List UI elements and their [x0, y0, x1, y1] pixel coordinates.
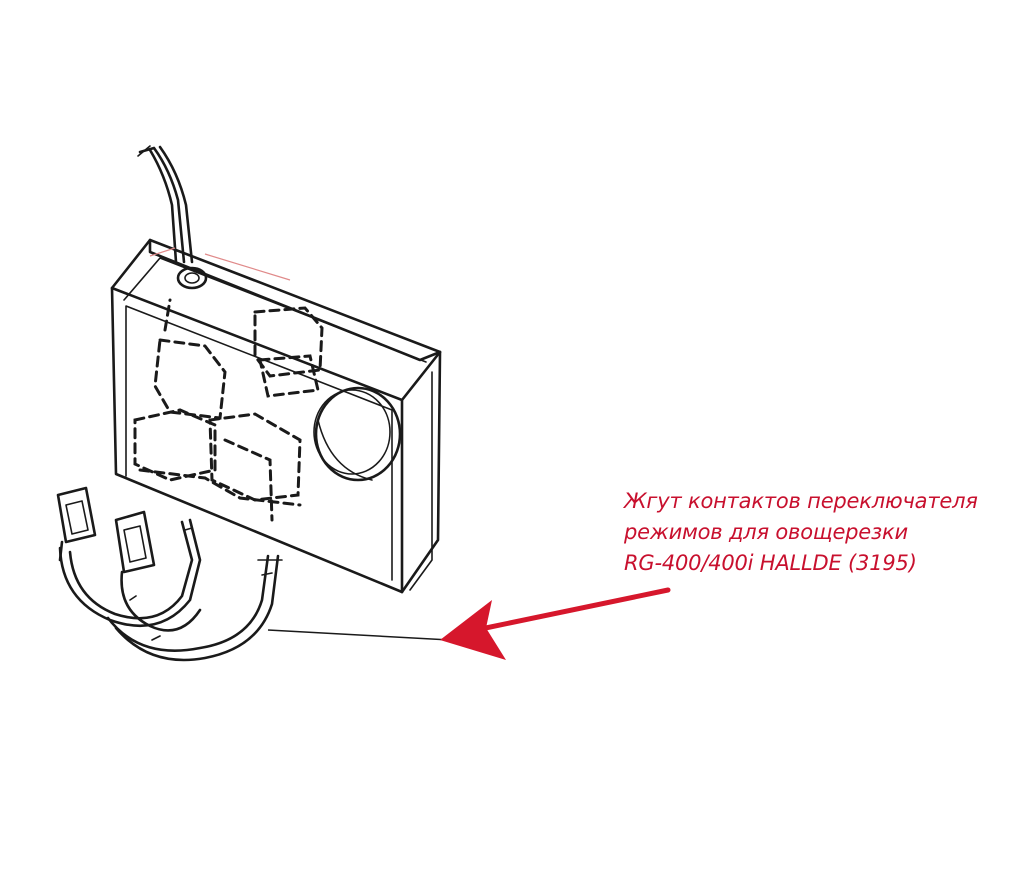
red-arrow-icon — [440, 587, 671, 660]
wiring-harness-icon — [56, 145, 442, 662]
caption-line-2: режимов для овощерезки — [624, 520, 908, 544]
part-caption: Жгут контактов переключателя режимов для… — [624, 486, 1024, 579]
caption-line-3: RG-400/400i HALLDE (3195) — [624, 551, 917, 575]
leader-line — [267, 629, 451, 641]
caption-line-1: Жгут контактов переключателя — [624, 489, 978, 513]
